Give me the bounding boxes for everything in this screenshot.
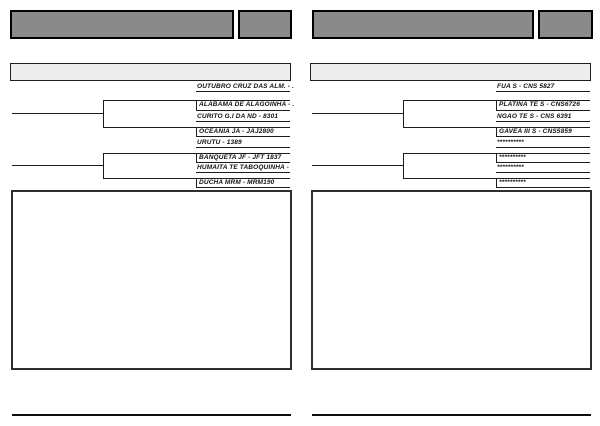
pedigree-dam-name: DUCHA MRM - MRM190 [199, 179, 275, 186]
pedigree-underline [496, 110, 590, 111]
pedigree-dam-name: PLATINA TE S - CNS6726 [499, 101, 580, 108]
pedigree-sire-name: OUTUBRO CRUZ DAS ALM. - . [197, 83, 295, 90]
subheader-bar [310, 63, 591, 81]
pedigree-underline [496, 136, 590, 137]
pedigree-dam-name: OCEANIA JA - JAJ2800 [199, 128, 274, 135]
pedigree-stem-line [312, 165, 403, 166]
pedigree-box-edge [496, 178, 497, 187]
header-field-redacted-wide [10, 10, 234, 39]
pedigree-sire-name: ********** [497, 164, 524, 171]
pedigree-underline [196, 147, 290, 148]
pedigree-box-edge [496, 127, 497, 136]
pedigree-dam-name: ********** [499, 154, 526, 161]
pedigree-sire-name: ********** [497, 139, 524, 146]
header-field-redacted-small [538, 10, 593, 39]
footer-rule [312, 414, 591, 416]
pedigree-sire-name: HUMAITA TE TABOQUINHA - [197, 164, 289, 171]
pedigree-underline [496, 121, 590, 122]
header-field-redacted-wide [312, 10, 534, 39]
pedigree-sire-name: NGAO TE S - CNS 6391 [497, 113, 572, 120]
pedigree-underline [496, 91, 590, 92]
pedigree-underline [196, 136, 290, 137]
pedigree-underline [196, 91, 290, 92]
pedigree-stem-line [312, 113, 403, 114]
subheader-bar [10, 63, 291, 81]
form-copy-right: FUA S - CNS 5827 PLATINA TE S - CNS6726 … [310, 0, 593, 426]
pedigree-box-edge [496, 100, 497, 110]
header-field-redacted-small [238, 10, 292, 39]
pedigree-bracket-line [103, 153, 104, 179]
pedigree-bracket-line [403, 100, 404, 128]
pedigree-stem-line [12, 165, 103, 166]
pedigree-box-edge [196, 100, 197, 110]
pedigree-underline [196, 121, 290, 122]
pedigree-dam-name: GAVEA III S - CNS5859 [499, 128, 572, 135]
pedigree-box-edge [496, 153, 497, 162]
pedigree-box-edge [196, 127, 197, 136]
content-box-empty [311, 190, 592, 370]
pedigree-dam-name: ALABAMA DE ALAGOINHA - . [199, 101, 295, 108]
pedigree-dam-name: BANQUETA JF - JFT 1837 [199, 154, 282, 161]
pedigree-bracket-line [403, 153, 404, 179]
pedigree-underline [496, 187, 590, 188]
pedigree-sire-name: URUTU - 1389 [197, 139, 242, 146]
content-box-empty [11, 190, 292, 370]
pedigree-bracket-line [103, 100, 104, 128]
pedigree-underline [496, 172, 590, 173]
pedigree-stem-line [12, 113, 103, 114]
pedigree-underline [496, 162, 590, 163]
pedigree-underline [196, 110, 290, 111]
footer-rule [12, 414, 291, 416]
pedigree-underline [196, 172, 290, 173]
pedigree-box-edge [196, 178, 197, 187]
form-copy-left: OUTUBRO CRUZ DAS ALM. - . ALABAMA DE ALA… [10, 0, 295, 426]
pedigree-sire-name: FUA S - CNS 5827 [497, 83, 555, 90]
pedigree-sire-name: CURITO G.I DA ND - 8301 [197, 113, 279, 120]
pedigree-dam-name: ********** [499, 179, 526, 186]
pedigree-box-edge [196, 153, 197, 162]
pedigree-underline [196, 162, 290, 163]
pedigree-underline [496, 147, 590, 148]
pedigree-underline [196, 187, 290, 188]
